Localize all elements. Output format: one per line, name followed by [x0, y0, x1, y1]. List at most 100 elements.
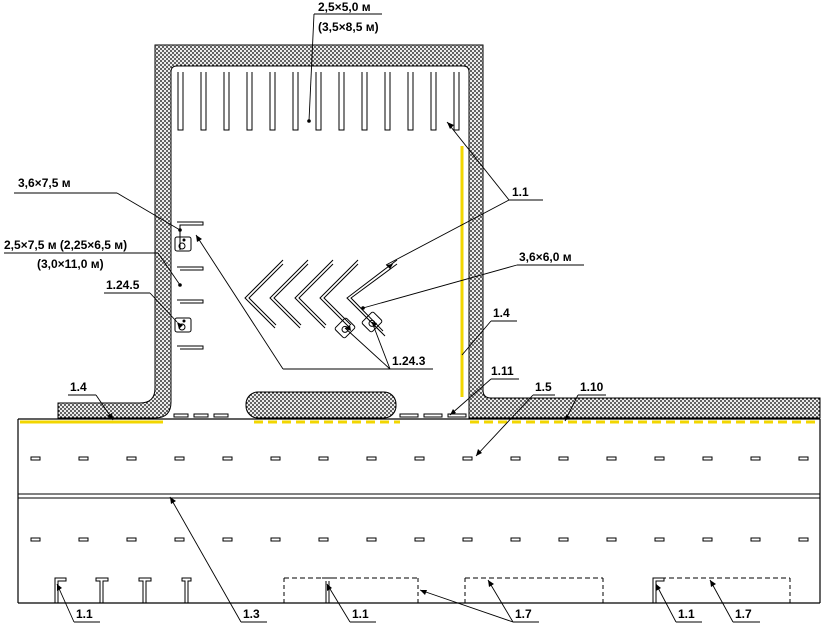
lane-dash	[126, 537, 137, 542]
stall-divider	[453, 72, 460, 131]
leader-angled-disabled	[362, 264, 518, 309]
labels: 2,5×5,0 м (3,5×8,5 м) 3,6×7,5 м 2,5×7,5 …	[4, 0, 752, 621]
leader-disabled-1	[116, 192, 181, 231]
stall-divider	[200, 72, 207, 131]
road	[17, 418, 821, 604]
arrowhead	[656, 584, 661, 591]
arrowhead	[57, 584, 62, 591]
lane-dash	[750, 537, 761, 542]
label-1-1-bottom-b: 1.1	[352, 607, 369, 621]
stall-divider	[315, 72, 322, 131]
arrowhead	[447, 122, 454, 129]
label-1-1: 1.1	[512, 185, 529, 199]
dash-1-11-a	[173, 413, 189, 418]
lane-dash	[462, 456, 473, 461]
label-1-1-bottom-c: 1.1	[678, 607, 695, 621]
leader-1-24-3-d	[371, 321, 391, 370]
leader-1-24-3-c	[344, 327, 391, 370]
label-1-4-left: 1.4	[70, 380, 87, 394]
lane-dash	[222, 537, 233, 542]
lane-dash	[78, 456, 89, 461]
arrowhead	[345, 325, 351, 331]
left-parking-stalls	[177, 221, 204, 350]
angled-stall	[269, 259, 309, 329]
label-stall-std: 2,5×5,0 м	[318, 0, 371, 14]
bottom-stall-marks	[54, 577, 791, 604]
stall-divider	[338, 72, 345, 131]
leader-1-24-3-b	[195, 234, 284, 370]
leader-disabled-2	[157, 252, 181, 286]
lane-dash	[78, 537, 89, 542]
arrowhead	[565, 415, 570, 421]
stall-divider	[269, 72, 276, 131]
dash-1-11-b	[193, 413, 209, 418]
lane-dash	[174, 537, 185, 542]
lane-dash	[606, 456, 617, 461]
lane-dash	[30, 537, 41, 542]
label-1-3: 1.3	[243, 607, 260, 621]
dash-1-11-c	[213, 413, 229, 418]
left-stall-mark	[177, 299, 204, 304]
lane-dash	[126, 456, 137, 461]
leader-dot	[361, 306, 365, 310]
stall-divider	[430, 72, 437, 131]
bottom-stall-1-1	[322, 577, 333, 603]
lane-dash	[606, 537, 617, 542]
parking-lot-curb	[57, 44, 821, 419]
angled-stall	[319, 259, 359, 329]
lane-dash	[414, 456, 425, 461]
bottom-stall-1-1	[652, 577, 665, 603]
leader-1-1-bottom-c	[655, 583, 677, 623]
left-stall-mark	[177, 345, 204, 350]
angled-stall	[244, 259, 284, 329]
leader-1-1-bottom-a	[56, 583, 75, 623]
label-1-10: 1.10	[580, 380, 604, 394]
label-stall-std-alt: (3,5×8,5 м)	[318, 20, 379, 34]
leader-1-3	[169, 496, 242, 623]
lane-dash	[174, 456, 185, 461]
bottom-stall-1-1	[138, 577, 152, 604]
arrowhead	[170, 497, 176, 504]
arrowhead	[327, 584, 332, 591]
lane-dash	[798, 537, 809, 542]
curbs	[57, 44, 821, 419]
lane-dash	[462, 537, 473, 542]
lane-dash	[366, 537, 377, 542]
leader-lines	[4, 13, 760, 623]
lane-dash	[30, 456, 41, 461]
leader-1-24-5	[149, 292, 178, 323]
label-1-7-a: 1.7	[515, 607, 532, 621]
lane-dash	[318, 537, 329, 542]
lane-dash	[366, 456, 377, 461]
bottom-stall-1-1	[181, 577, 192, 604]
lane-dashes-lower	[30, 537, 809, 542]
yellow-markings	[20, 146, 820, 424]
label-1-4-right: 1.4	[493, 306, 510, 320]
leader-1-7-a-2	[487, 579, 514, 623]
lane-dashes-upper	[30, 456, 809, 461]
leader-1-1-bottom-b	[326, 583, 351, 623]
stall-divider	[384, 72, 391, 131]
stall-divider	[177, 72, 184, 131]
label-disabled-2-alt: (3,0×11,0 м)	[37, 257, 104, 271]
label-1-24-3: 1.24.3	[392, 354, 426, 368]
lane-dash	[510, 456, 521, 461]
leader-dot	[178, 228, 182, 232]
disabled-signs	[174, 236, 383, 339]
label-1-7-b: 1.7	[735, 607, 752, 621]
arrowhead	[488, 580, 494, 587]
dash-1-11-d	[399, 413, 419, 418]
stall-divider	[223, 72, 230, 131]
arrowhead	[386, 264, 393, 269]
stall-divider	[407, 72, 414, 131]
arrowhead	[450, 409, 456, 415]
angled-parking-stalls	[244, 259, 398, 337]
island-curb	[245, 391, 397, 419]
lane-dash	[558, 537, 569, 542]
lane-dash	[654, 537, 665, 542]
bottom-stall-1-1	[54, 577, 67, 603]
stall-divider	[361, 72, 368, 131]
leader-1-7-b	[709, 579, 734, 623]
lane-dash	[510, 537, 521, 542]
